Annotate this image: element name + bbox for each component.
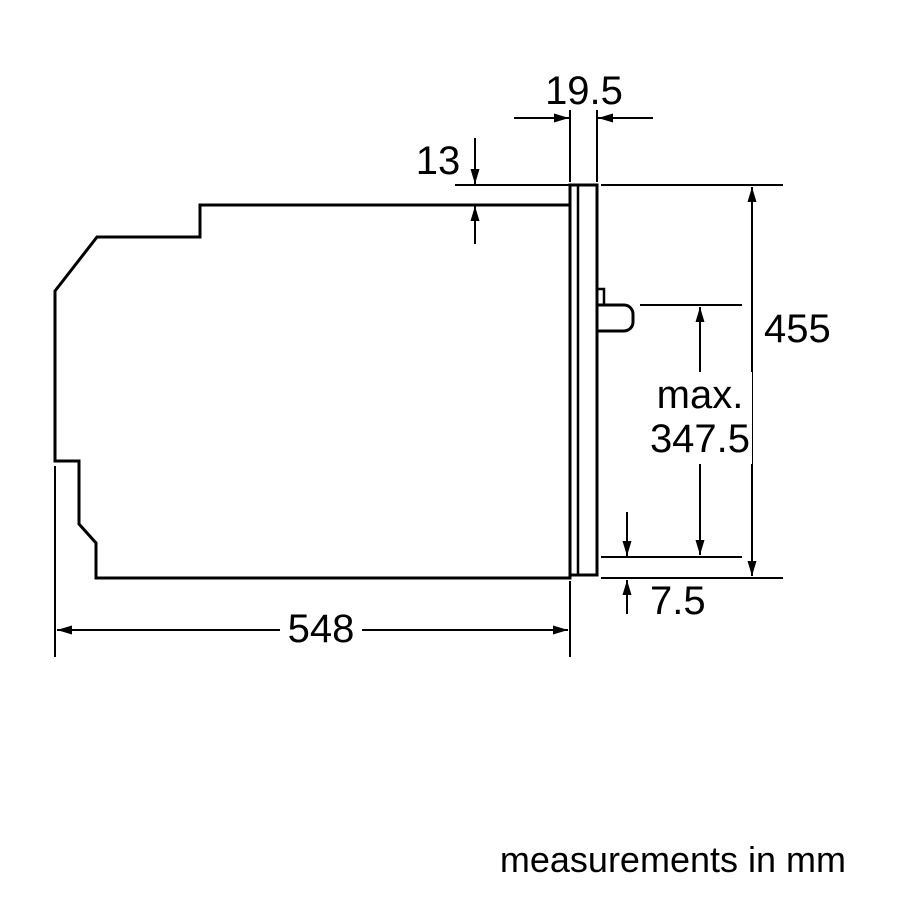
oven-outline-group xyxy=(53,183,635,580)
label-backdrop xyxy=(648,372,752,464)
dim-label-depth: 548 xyxy=(288,607,355,651)
knob-mount-step xyxy=(597,287,606,305)
dim-label-fascia-overhang: 13 xyxy=(416,139,461,183)
dim-label-347-5: 347.5 xyxy=(650,417,750,461)
front-panel xyxy=(568,183,599,577)
dim-label-bottom-clearance: 7.5 xyxy=(650,579,706,623)
oven-body-outline xyxy=(53,203,572,580)
dim-label-max: max. xyxy=(657,373,744,417)
units-note: measurements in mm xyxy=(500,839,846,880)
dim-label-panel-thickness: 19.5 xyxy=(545,69,623,113)
dim-19-5-group xyxy=(514,110,653,182)
control-knob xyxy=(595,303,635,333)
label-backdrop xyxy=(280,604,362,648)
dim-label-height: 455 xyxy=(764,307,831,351)
dim-13-group xyxy=(455,138,570,244)
